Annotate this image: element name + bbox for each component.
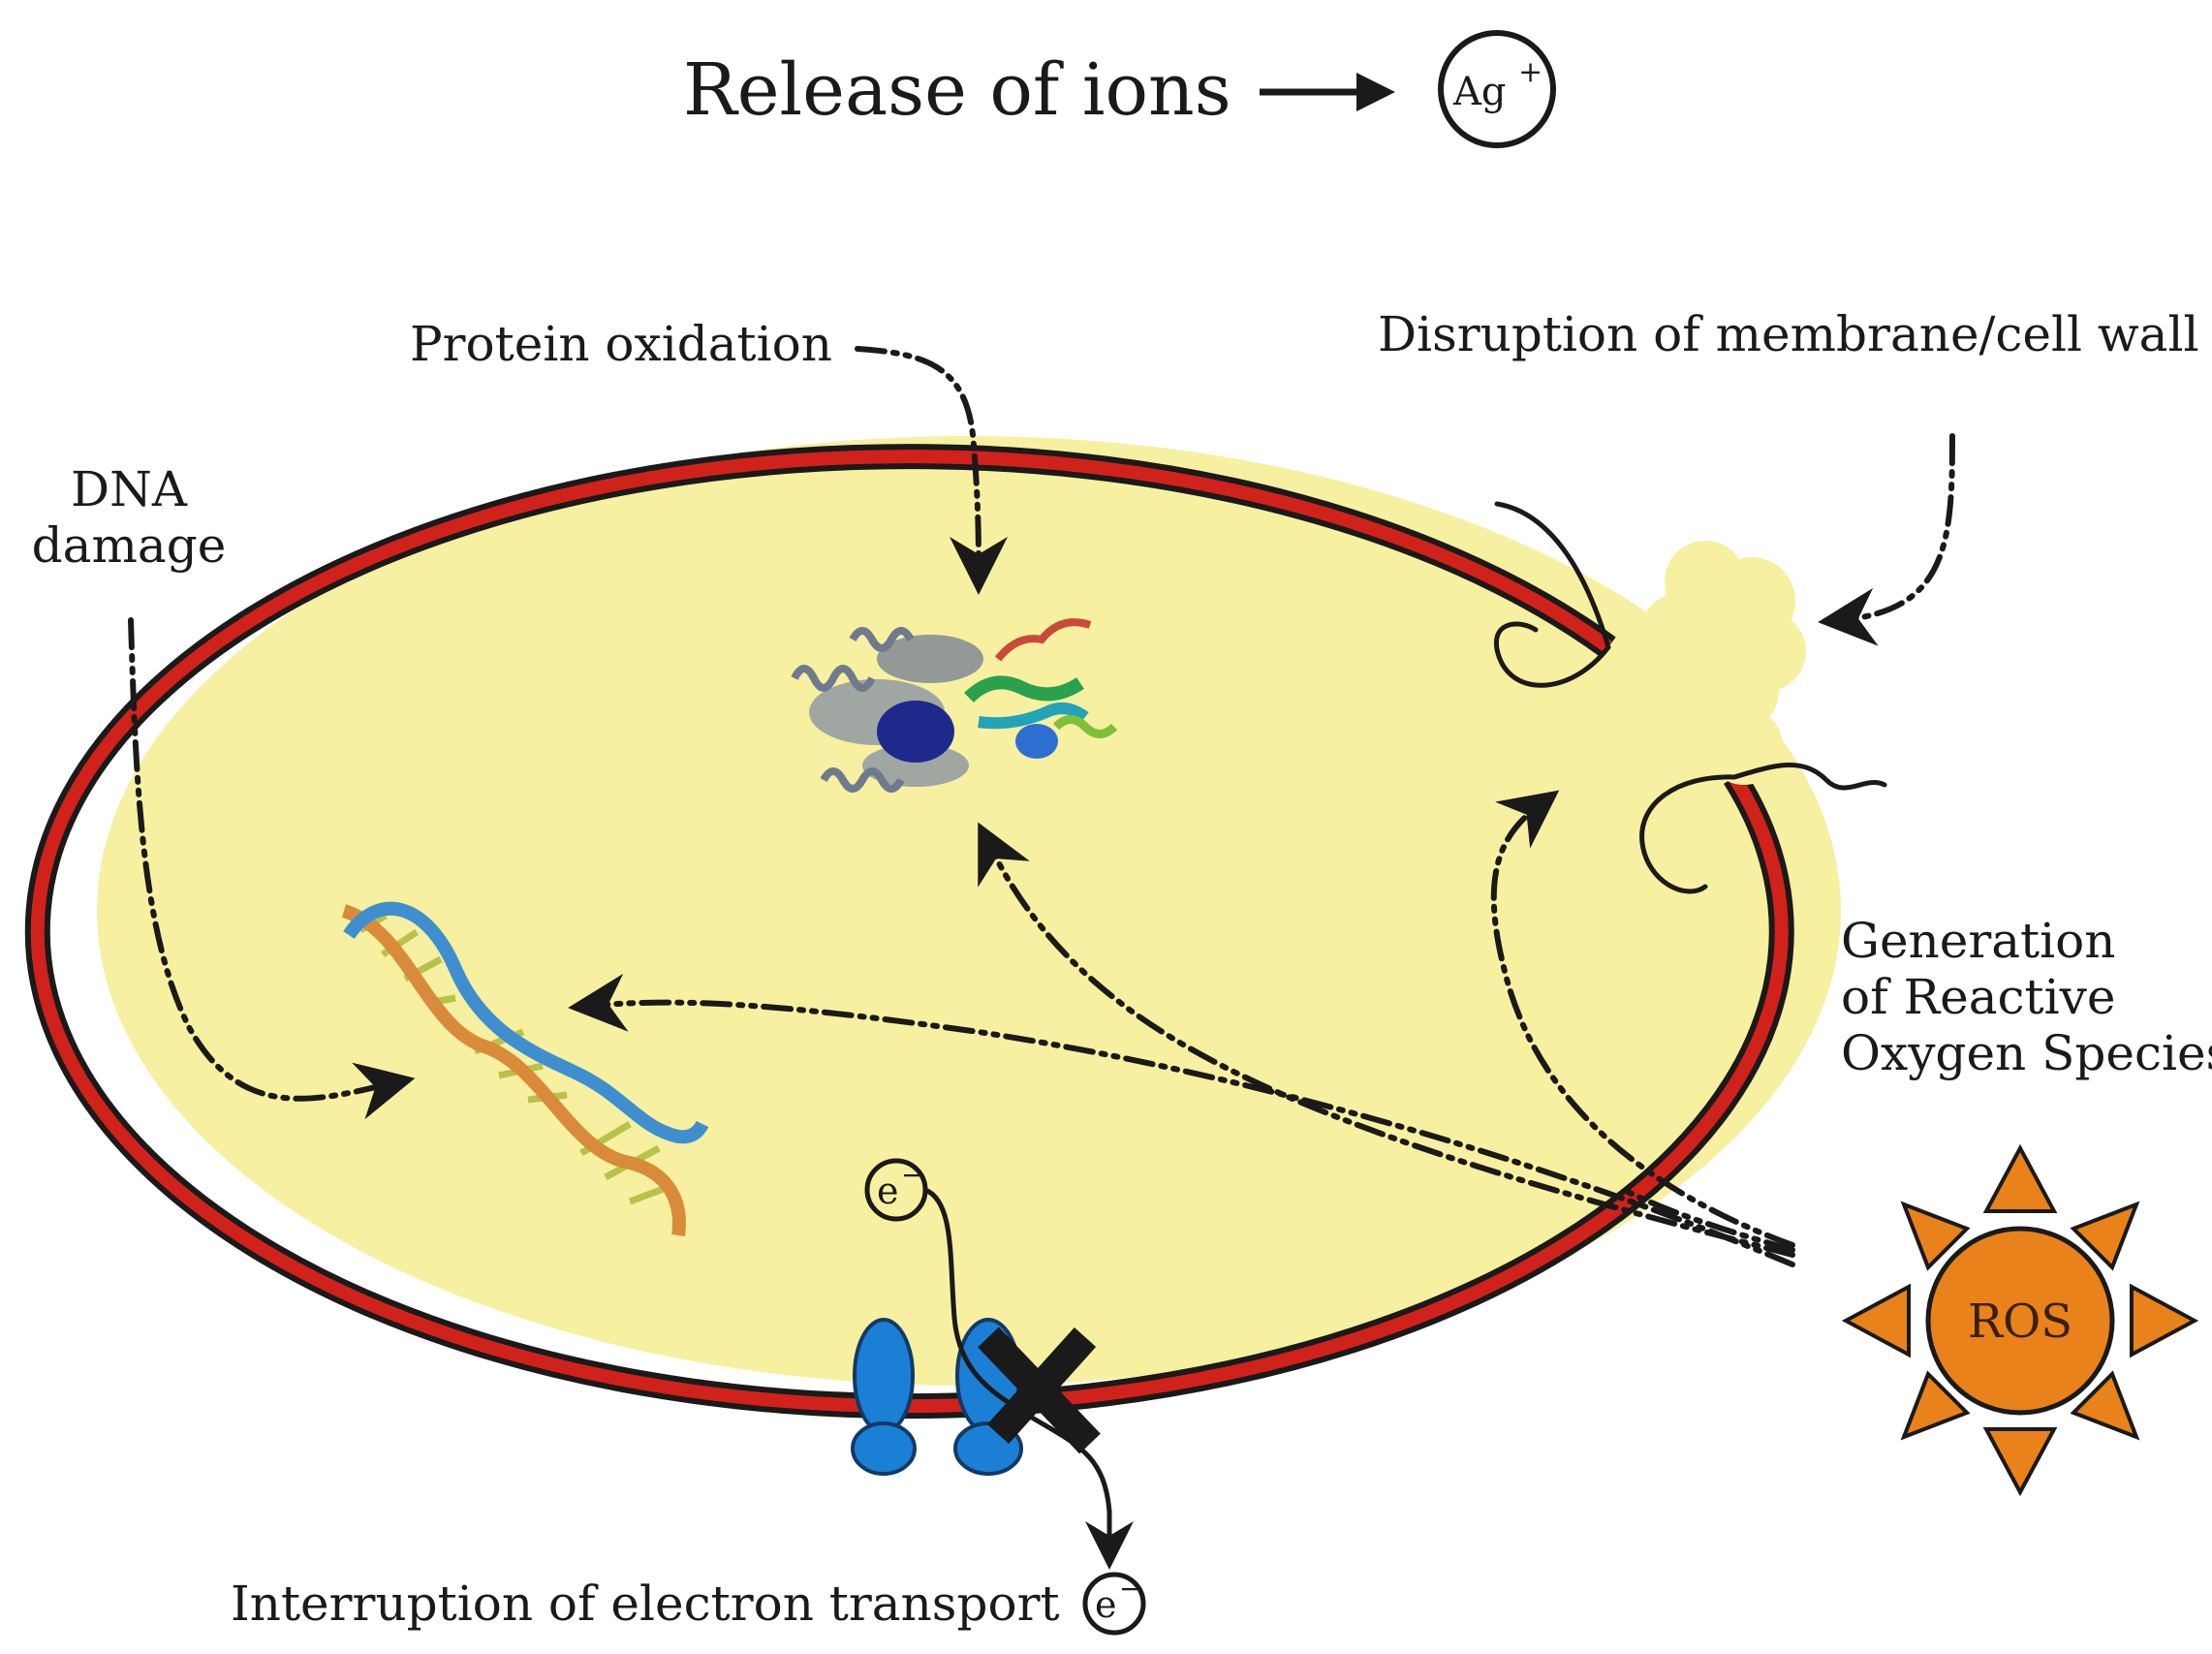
ag-ion-label: Ag: [1452, 70, 1507, 114]
label-ros-generation-line-2: of Reactive: [1841, 969, 2115, 1025]
cytoplasm: [97, 436, 1841, 1386]
electron-charge-bottom: −: [1119, 1573, 1141, 1605]
label-dna-damage-line-1: DNA: [71, 461, 188, 517]
membrane-flap-upper: [1494, 501, 1611, 688]
ag-ion-charge: +: [1518, 55, 1542, 89]
electron-charge-top: −: [901, 1159, 923, 1191]
label-ros-generation-line-1: Generation: [1841, 913, 2115, 969]
label-electron-transport: Interruption of electron transport: [231, 1576, 1060, 1632]
ag-ion-icon: Ag +: [1438, 30, 1556, 148]
electron-icon-bottom: e −: [1082, 1572, 1146, 1636]
arrow-ros-to-membrane: [1490, 790, 1795, 1248]
label-ros-generation-line-3: Oxygen Species: [1841, 1025, 2212, 1081]
protein-structure-icon: [791, 618, 1118, 793]
arrow-dna-damage: [128, 617, 416, 1120]
arrow-ros-to-protein: [978, 822, 1795, 1258]
arrow-ros-to-dna: [568, 973, 1795, 1267]
electron-label-top: e: [877, 1170, 899, 1212]
block-x-icon: [978, 1326, 1101, 1454]
ros-sun-icon: [1841, 1143, 2199, 1497]
electron-label-bottom: e: [1095, 1583, 1117, 1626]
arrow-membrane-disruption: [1818, 433, 1955, 646]
label-dna-damage-line-2: damage: [32, 517, 227, 574]
membrane-flap-lower: [1639, 763, 1887, 894]
title-group: Release of ions Ag +: [683, 30, 1556, 148]
label-membrane-disruption: Disruption of membrane/cell wall: [1378, 306, 2198, 362]
arrow-protein-oxidation: [855, 346, 1008, 595]
label-protein-oxidation: Protein oxidation: [410, 316, 832, 372]
bacterial-cell: [24, 436, 1887, 1420]
dna-helix-icon: [341, 901, 709, 1236]
arrow-ros-to-membrane-2: [1625, 1189, 1795, 1253]
title-text: Release of ions: [683, 48, 1231, 132]
transporter-protein-icon: [851, 1318, 1023, 1476]
ros-label: ROS: [1968, 1295, 2072, 1349]
leaking-cytoplasm-blob: [1623, 541, 1806, 785]
electron-path: [922, 1187, 1134, 1570]
electron-icon-top: e −: [864, 1158, 928, 1222]
